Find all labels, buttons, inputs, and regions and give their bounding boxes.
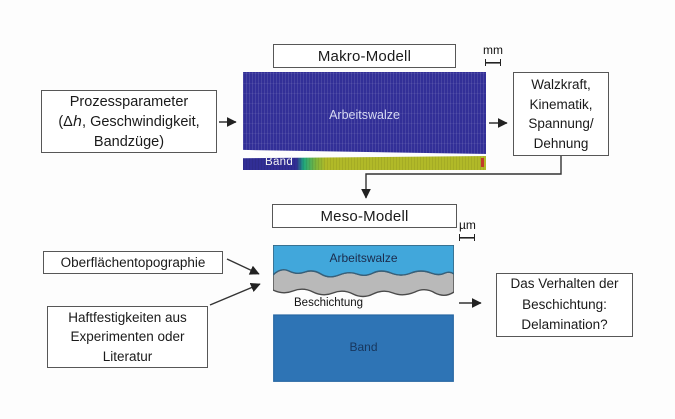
haftfestigkeiten-line3: Literatur: [102, 348, 153, 364]
um-scale-indicator: µm: [459, 219, 476, 241]
prozessparameter-line2: (Δℎ, Geschwindigkeit,: [58, 113, 200, 130]
haftfestigkeiten-line1: Haftfestigkeiten aus: [68, 309, 187, 325]
verhalten-line3: Delamination?: [521, 317, 608, 333]
makro-strip-stress-tip: [481, 158, 484, 167]
um-scale-label: µm: [459, 218, 476, 232]
verhalten-line1: Das Verhalten der: [510, 276, 619, 292]
meso-modell-title-box: Meso-Modell: [272, 204, 457, 228]
meso-roll-label: Arbeitswalze: [329, 251, 398, 265]
meso-model-figure: Arbeitswalze Beschichtung Band: [273, 245, 454, 382]
meso-band-label: Band: [349, 340, 378, 354]
makro-modell-title: Makro-Modell: [317, 47, 412, 65]
oberflaechentopographie-label: Oberflächentopographie: [60, 255, 206, 270]
makro-modell-title-box: Makro-Modell: [273, 44, 456, 68]
makro-roll-label: Arbeitswalze: [329, 108, 400, 122]
verhalten-line2: Beschichtung:: [522, 296, 607, 312]
walzkraft-line2: Kinematik,: [529, 96, 593, 112]
walzkraft-output-box: Walzkraft, Kinematik, Spannung/ Dehnung: [513, 72, 609, 156]
oberflaechentopographie-box: Oberflächentopographie: [43, 251, 223, 274]
walzkraft-line1: Walzkraft,: [531, 77, 591, 92]
meso-coating-label: Beschichtung: [294, 297, 364, 309]
haftfestigkeiten-box: Haftfestigkeiten aus Experimenten oder L…: [47, 306, 208, 368]
makro-roll-mesh: [243, 72, 486, 154]
meso-layers-graphic: [273, 245, 454, 382]
prozessparameter-box: Prozessparameter (Δℎ, Geschwindigkeit, B…: [41, 90, 217, 153]
meso-modell-title: Meso-Modell: [320, 207, 409, 225]
scale-bracket-icon: [485, 59, 501, 66]
walzkraft-line4: Dehnung: [533, 135, 589, 151]
verhalten-output-box: Das Verhalten der Beschichtung: Delamina…: [496, 273, 633, 337]
makro-strip-mesh: [243, 156, 486, 170]
mm-scale-indicator: mm: [483, 44, 503, 66]
scale-bracket-icon: [459, 234, 476, 241]
makro-fem-figure: Arbeitswalze Band: [243, 72, 486, 170]
mm-scale-label: mm: [483, 43, 503, 57]
meso-band-shape: [273, 314, 454, 382]
makro-strip-label: Band: [265, 156, 294, 168]
arrow-haftfestigkeit-to-meso: [209, 283, 261, 306]
prozessparameter-line1: Prozessparameter: [69, 93, 189, 110]
meso-roll-shape: [273, 245, 454, 278]
haftfestigkeiten-line2: Experimenten oder: [70, 329, 185, 345]
arrow-topographie-to-meso: [226, 258, 260, 275]
walzkraft-line3: Spannung/: [528, 116, 594, 131]
prozessparameter-line3: Bandzüge): [93, 133, 165, 150]
